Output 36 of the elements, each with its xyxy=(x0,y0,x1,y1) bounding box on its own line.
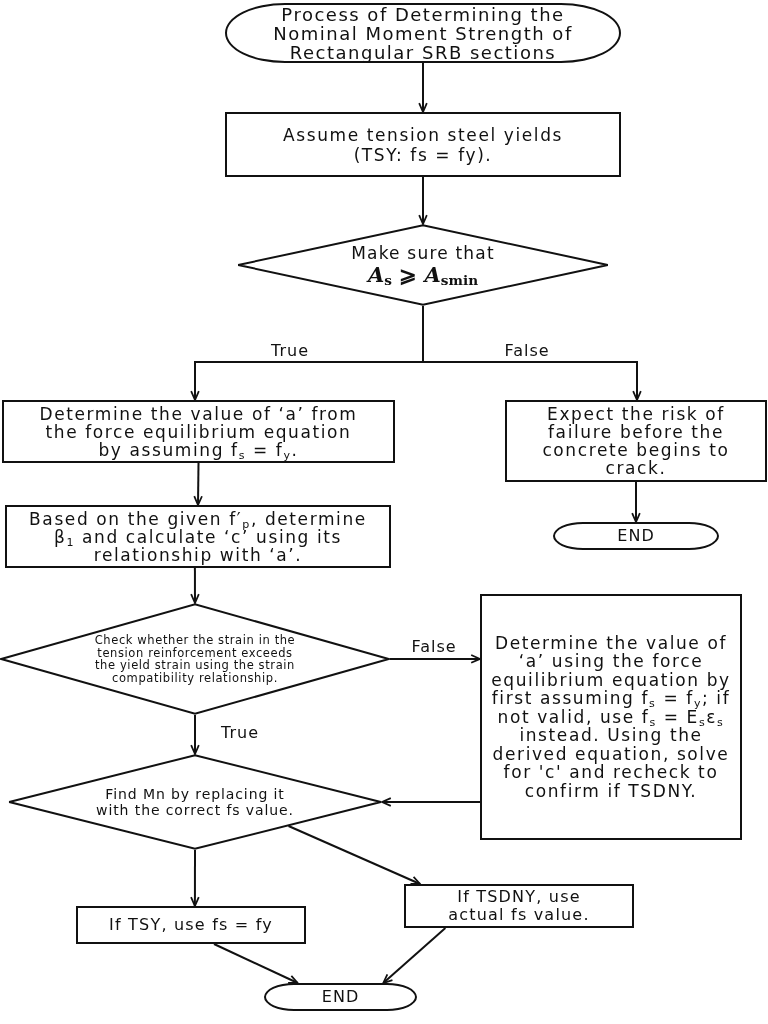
connector-arrow xyxy=(190,714,200,755)
process-box xyxy=(225,112,621,177)
step-text: Expect the risk of failure before the concrete begins to crack. xyxy=(541,405,731,477)
terminal-text: END xyxy=(617,527,655,545)
step-text: If TSY, use fs = fy xyxy=(109,916,273,934)
connector-arrow xyxy=(190,567,200,604)
connector-arrow xyxy=(418,176,428,225)
step-text: Based on the given f′$_{p}$, determine β$_{1}$ and calculate ‘c’ using its relationship with ‘a’. xyxy=(28,509,368,564)
terminal-text: Process of Determining the Nominal Moment Strength of Rectangular SRB sections xyxy=(272,4,574,62)
connector-arrow xyxy=(382,927,447,984)
step-text: Determine the value of ‘a’ from the force equilibrium equation by assuming f$_{s}$ = f$_{y}$. xyxy=(38,404,359,459)
connector-arrow xyxy=(631,481,641,523)
question-text: Make sure that xyxy=(351,243,495,263)
process-box xyxy=(480,594,742,840)
decision-diamond xyxy=(0,603,390,715)
connector-arrow xyxy=(418,62,428,113)
process-box xyxy=(5,505,391,568)
question-text: Find Mn by replacing it with the correct fs value. xyxy=(95,786,295,818)
question-text: Check whether the strain in the tension reinforcement exceeds the yield strain using the strain compatibility relationship. xyxy=(93,634,297,684)
connector-arrow xyxy=(190,849,200,907)
decision-diamond xyxy=(237,224,609,306)
connector-arrow xyxy=(389,654,481,664)
connector-arrow xyxy=(213,943,299,984)
connector-arrow xyxy=(193,462,203,506)
connector-arrow xyxy=(422,305,642,401)
step-text: Determine the value of ‘a’ using the force equilibrium equation by first assuming f$_{s}$ = f$_{y}$; if not valid, use f$_{s}$ = E$_{s}$ε$_{s}$ instead. Using the derived equation, solve for 'c' and recheck to confirm if TSDNY. xyxy=(491,633,731,801)
step-text: If TSDNY, use actual fs value. xyxy=(447,888,591,924)
connector-arrow xyxy=(381,797,481,807)
process-box xyxy=(2,400,395,463)
process-box xyxy=(505,400,767,482)
terminal-text: END xyxy=(321,988,360,1006)
process-box xyxy=(76,906,306,944)
connector-arrow xyxy=(287,825,422,885)
process-box xyxy=(404,884,634,928)
step-text: Assume tension steel yields (TSY: fs = fy). xyxy=(282,124,564,165)
decision-diamond xyxy=(8,754,382,850)
